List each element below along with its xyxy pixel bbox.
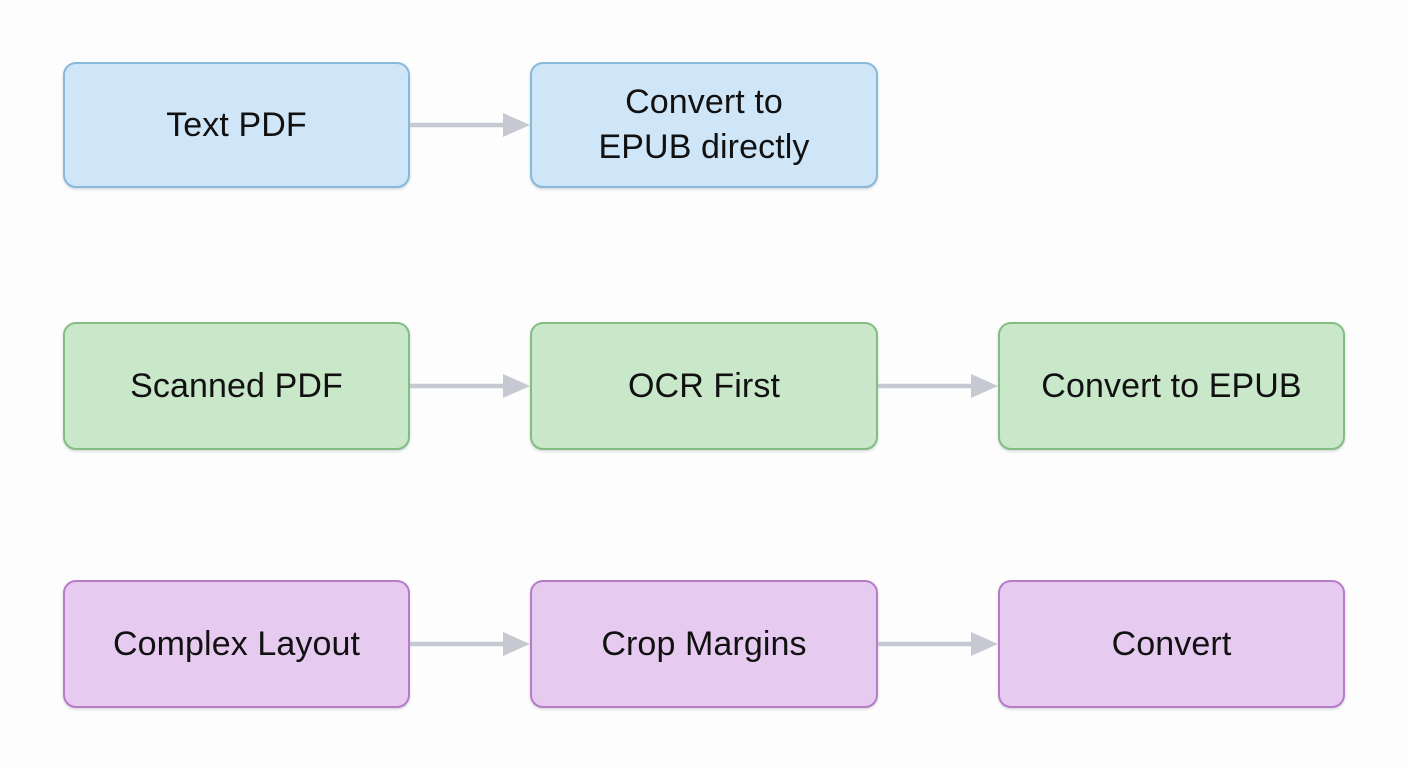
node-convert-to-epub[interactable]: Convert to EPUB (998, 322, 1345, 450)
node-text-pdf[interactable]: Text PDF (63, 62, 410, 188)
arrow-ocr-first-to-convert-to-epub (878, 374, 998, 398)
node-text-pdf-label: Text PDF (166, 105, 307, 144)
node-complex-layout-label: Complex Layout (112, 624, 361, 663)
node-crop-margins[interactable]: Crop Margins (530, 580, 878, 708)
arrow-crop-margins-to-convert (878, 632, 998, 656)
node-complex-layout[interactable]: Complex Layout (63, 580, 410, 708)
node-convert-to-epub-label: Convert to EPUB (1041, 366, 1302, 405)
node-scanned-pdf[interactable]: Scanned PDF (63, 322, 410, 450)
arrow-scanned-pdf-to-ocr-first (410, 374, 530, 398)
node-crop-margins-label: Crop Margins (601, 624, 807, 663)
node-convert[interactable]: Convert (998, 580, 1345, 708)
node-convert-label: Convert (1111, 624, 1232, 663)
arrow-complex-layout-to-crop-margins (410, 632, 530, 656)
node-ocr-first[interactable]: OCR First (530, 322, 878, 450)
arrow-text-pdf-to-convert-to-epub-directly (410, 113, 530, 137)
node-convert-to-epub-directly-label: Convert to EPUB directly (598, 83, 810, 166)
node-convert-to-epub-directly[interactable]: Convert to EPUB directly (530, 62, 878, 188)
node-ocr-first-label: OCR First (628, 366, 780, 405)
node-scanned-pdf-label: Scanned PDF (130, 366, 343, 405)
